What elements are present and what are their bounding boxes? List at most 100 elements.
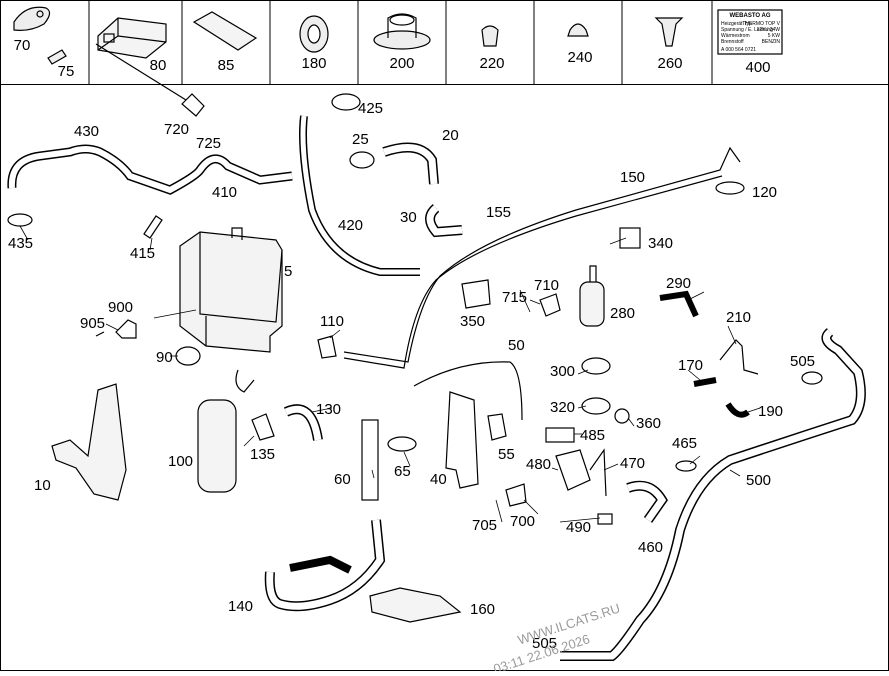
header-callout-70[interactable]: 70 (14, 37, 31, 54)
clamp-135 (251, 413, 275, 441)
clamp-465 (675, 460, 697, 472)
fuel-pump-280 (579, 281, 605, 327)
callout-5[interactable]: 5 (284, 263, 292, 280)
callout-725[interactable]: 725 (196, 135, 221, 152)
bracket-40 (445, 391, 479, 489)
clamp-320 (581, 397, 611, 415)
plate-value: 5 KW (768, 33, 781, 39)
pipe-60 (361, 419, 379, 501)
callout-30[interactable]: 30 (400, 209, 417, 226)
callout-numbers: 720 725 425 430 25 20 410 435 415 420 30 155 150 120 3… (8, 100, 815, 652)
callout-710[interactable]: 710 (534, 277, 559, 294)
callout-170[interactable]: 170 (678, 357, 703, 374)
callout-320[interactable]: 320 (550, 399, 575, 416)
callout-360[interactable]: 360 (636, 415, 661, 432)
part-720 (181, 93, 205, 117)
callout-110[interactable]: 110 (320, 313, 344, 330)
part-490 (597, 513, 613, 525)
callout-155[interactable]: 155 (486, 204, 511, 221)
callout-120[interactable]: 120 (752, 184, 777, 201)
callout-55[interactable]: 55 (498, 446, 515, 463)
callout-340[interactable]: 340 (648, 235, 673, 252)
battery-icon (47, 49, 67, 65)
header-callout-200[interactable]: 200 (389, 55, 414, 72)
callout-140[interactable]: 140 (228, 598, 253, 615)
callout-25[interactable]: 25 (352, 131, 369, 148)
header-callout-180[interactable]: 180 (301, 55, 326, 72)
header-parts (13, 6, 783, 65)
callout-135[interactable]: 135 (250, 446, 275, 463)
callout-490[interactable]: 490 (566, 519, 591, 536)
callout-435[interactable]: 435 (8, 235, 33, 252)
valve-480 (555, 449, 591, 491)
callout-905[interactable]: 905 (80, 315, 105, 332)
part-340 (619, 227, 641, 249)
header-callout-260[interactable]: 260 (657, 55, 682, 72)
fuel-line-155-150 (343, 146, 741, 363)
callout-280[interactable]: 280 (610, 305, 635, 322)
muffler-100 (197, 399, 237, 493)
callout-20[interactable]: 20 (442, 127, 459, 144)
nut-360 (614, 408, 630, 424)
connector-350 (461, 279, 491, 309)
main-parts (7, 43, 866, 661)
callout-700[interactable]: 700 (510, 513, 535, 530)
clamp-110 (317, 335, 337, 359)
callout-715[interactable]: 715 (502, 289, 527, 306)
clamp-65 (387, 436, 417, 452)
callout-430[interactable]: 430 (74, 123, 99, 140)
header-callout-85[interactable]: 85 (218, 57, 235, 74)
plate-line: Brennstoff (721, 39, 744, 45)
callout-300[interactable]: 300 (550, 363, 575, 380)
callout-505[interactable]: 505 (790, 353, 815, 370)
plate-line: Heizgerät Typ (721, 21, 752, 27)
plate-part-number: A 000 564 0721 (721, 47, 756, 53)
callout-460[interactable]: 460 (638, 539, 663, 556)
callout-415[interactable]: 415 (130, 245, 155, 262)
callout-705[interactable]: 705 (472, 517, 497, 534)
plate-line: Wärmestrom (721, 33, 750, 39)
callout-425[interactable]: 425 (358, 100, 383, 117)
callout-420[interactable]: 420 (338, 217, 363, 234)
callout-65[interactable]: 65 (394, 463, 411, 480)
callout-900[interactable]: 900 (108, 299, 133, 316)
callout-470[interactable]: 470 (620, 455, 645, 472)
header-callout-220[interactable]: 220 (479, 55, 504, 72)
callout-410[interactable]: 410 (212, 184, 237, 201)
callout-50[interactable]: 50 (508, 337, 525, 354)
type-plate-text: WEBASTO AG Heizgerät Typ Spannung / E. L… (721, 13, 781, 53)
callout-60[interactable]: 60 (334, 471, 351, 488)
header-callout-240[interactable]: 240 (567, 49, 592, 66)
callout-90[interactable]: 90 (156, 349, 173, 366)
callout-465[interactable]: 465 (672, 435, 697, 452)
header-callout-75[interactable]: 75 (58, 63, 75, 80)
callout-480[interactable]: 480 (526, 456, 551, 473)
callout-130[interactable]: 130 (316, 401, 341, 418)
callout-100[interactable]: 100 (168, 453, 193, 470)
callout-290[interactable]: 290 (666, 275, 691, 292)
heater-unit-5 (179, 231, 283, 353)
callout-350[interactable]: 350 (460, 313, 485, 330)
callout-500[interactable]: 500 (746, 472, 771, 489)
clamp-435 (7, 213, 33, 227)
callout-40[interactable]: 40 (430, 471, 447, 488)
callout-150[interactable]: 150 (620, 169, 645, 186)
part-90 (175, 346, 201, 366)
callout-505[interactable]: 505 (532, 635, 557, 652)
part-700 (505, 483, 527, 507)
key-fob-icon (13, 6, 51, 31)
callout-10[interactable]: 10 (34, 477, 51, 494)
callout-160[interactable]: 160 (470, 601, 495, 618)
part-710 (539, 293, 561, 317)
callout-190[interactable]: 190 (758, 403, 783, 420)
callout-720[interactable]: 720 (164, 121, 189, 138)
callout-210[interactable]: 210 (726, 309, 751, 326)
foam-pad-icon (192, 11, 258, 51)
hose-190 (725, 402, 750, 418)
header-callout-400[interactable]: 400 (745, 59, 770, 76)
bracket-470 (589, 448, 607, 497)
flange-grommet-icon (373, 30, 431, 50)
header-callout-80[interactable]: 80 (150, 57, 167, 74)
callout-485[interactable]: 485 (580, 427, 605, 444)
